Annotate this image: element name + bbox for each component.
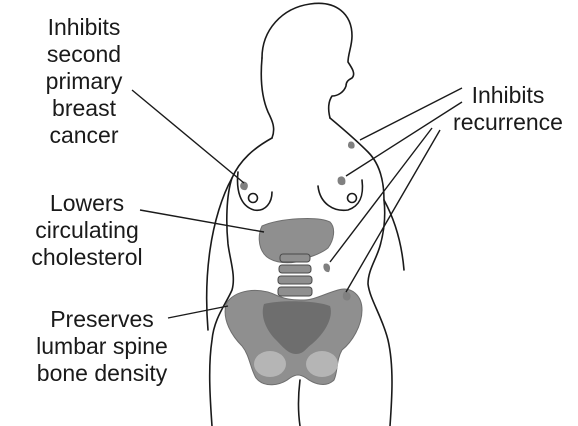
leg-divide (299, 380, 301, 426)
label-line: bone density (4, 360, 200, 387)
right-nipple (348, 194, 357, 203)
label-lowers-cholesterol: Lowers circulating cholesterol (12, 190, 162, 271)
label-line: Inhibits (24, 14, 144, 41)
label-inhibits-second-primary: Inhibits second primary breast cancer (24, 14, 144, 149)
label-line: breast (24, 95, 144, 122)
head-outline (262, 3, 354, 118)
left-breast-outline (238, 172, 272, 210)
hair-back (261, 58, 273, 138)
label-preserves-bone-density: Preserves lumbar spine bone density (4, 306, 200, 387)
label-line: Inhibits (440, 82, 576, 109)
lumbar-spine (278, 254, 312, 296)
leader-second-primary (132, 90, 244, 183)
label-line: circulating (12, 217, 162, 244)
right-torso-outline (330, 118, 392, 426)
label-line: Lowers (12, 190, 162, 217)
lesion-upper (348, 141, 355, 148)
label-line: Preserves (4, 306, 200, 333)
lesion-abdomen (323, 263, 330, 272)
leader-recurrence-4 (346, 130, 440, 292)
label-line: second (24, 41, 144, 68)
label-line: primary (24, 68, 144, 95)
label-line: cancer (24, 122, 144, 149)
left-nipple (249, 194, 258, 203)
label-line: cholesterol (12, 244, 162, 271)
label-line: recurrence (440, 109, 576, 136)
label-line: lumbar spine (4, 333, 200, 360)
pelvis (225, 289, 362, 385)
lesion-right-breast (338, 176, 346, 185)
label-inhibits-recurrence: Inhibits recurrence (440, 82, 576, 136)
